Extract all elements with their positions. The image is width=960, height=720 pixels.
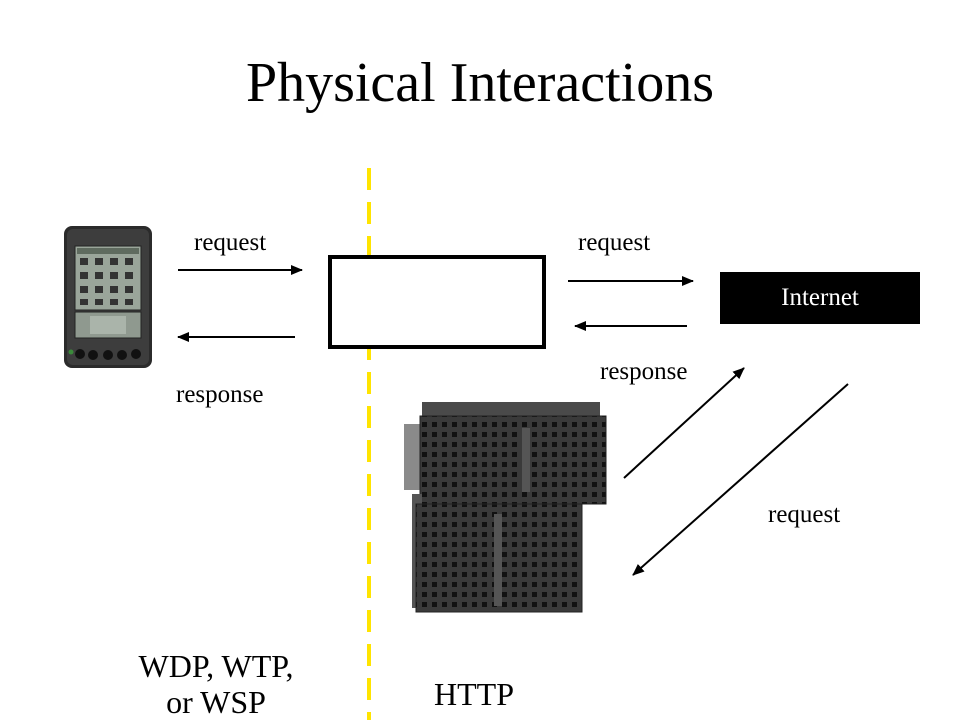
internet-response-label: response bbox=[600, 358, 688, 385]
wap-protocols-line-1: WDP, WTP, bbox=[138, 648, 294, 684]
internet-box: Internet bbox=[720, 272, 920, 324]
arrow-server-to-internet bbox=[623, 367, 745, 479]
wap-protocols-line-2: or WSP bbox=[166, 684, 266, 720]
palm-pda-icon bbox=[64, 226, 152, 368]
server-rack-icon bbox=[404, 402, 607, 613]
client-request-label: request bbox=[194, 229, 267, 256]
page-title: Physical Interactions bbox=[245, 52, 715, 114]
gateway-box bbox=[328, 255, 546, 349]
client-response-label: response bbox=[176, 381, 264, 408]
wap-protocols-label: WDP, WTP, or WSP bbox=[112, 648, 320, 720]
server-request-label: request bbox=[768, 501, 841, 528]
http-protocol-label: HTTP bbox=[434, 676, 514, 712]
arrow-internet-to-server bbox=[632, 383, 849, 576]
gateway-request-label: request bbox=[578, 229, 651, 256]
